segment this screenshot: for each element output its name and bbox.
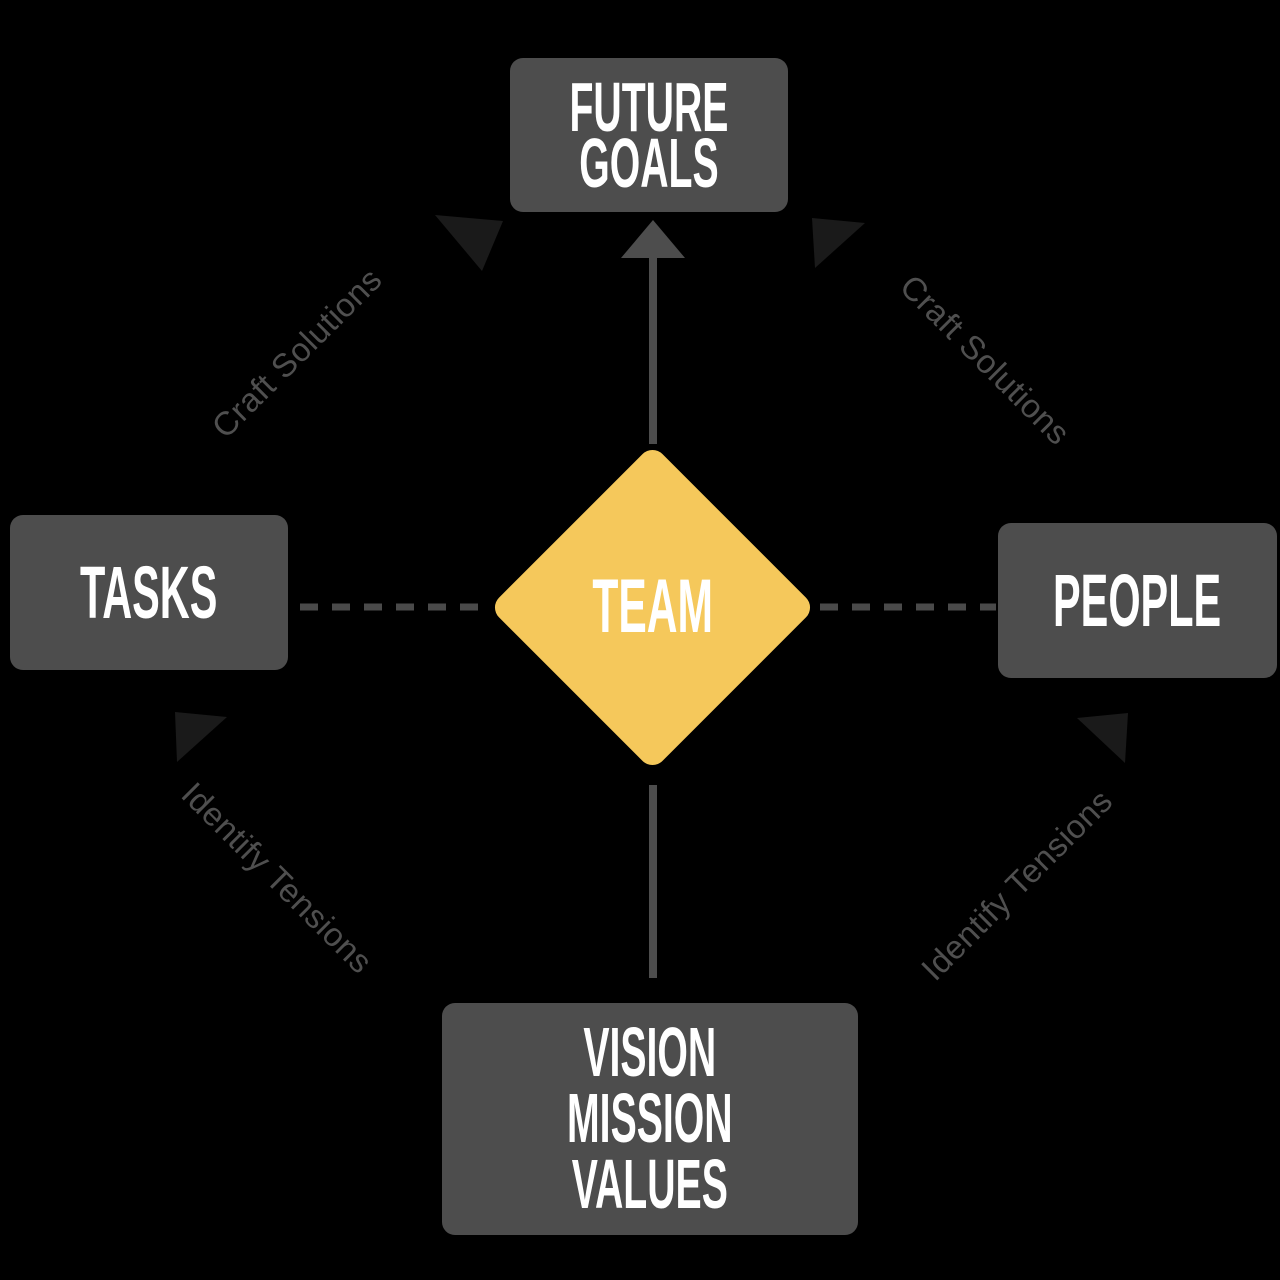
arrowhead-into-future-goals-right (812, 218, 865, 268)
node-vision-mission-values: VISION MISSION VALUES (442, 1003, 858, 1235)
arrowhead-into-people (1077, 713, 1128, 763)
node-future-goals-label: FUTURE GOALS (569, 68, 729, 202)
arrowhead-team-to-future-goals (621, 220, 685, 258)
node-people: PEOPLE (998, 523, 1277, 678)
arc-vision-to-tasks (212, 753, 501, 988)
node-people-label: PEOPLE (1053, 558, 1222, 642)
node-future-goals: FUTURE GOALS (510, 58, 788, 212)
node-tasks-label: TASKS (80, 550, 218, 634)
node-vision-mission-values-label: VISION MISSION VALUES (567, 1013, 733, 1223)
arrowhead-into-future-goals-left (435, 215, 503, 271)
arc-vision-to-people (805, 753, 1094, 988)
node-team-label: TEAM (592, 564, 713, 650)
arrowhead-into-tasks (175, 712, 227, 762)
node-tasks: TASKS (10, 515, 288, 670)
